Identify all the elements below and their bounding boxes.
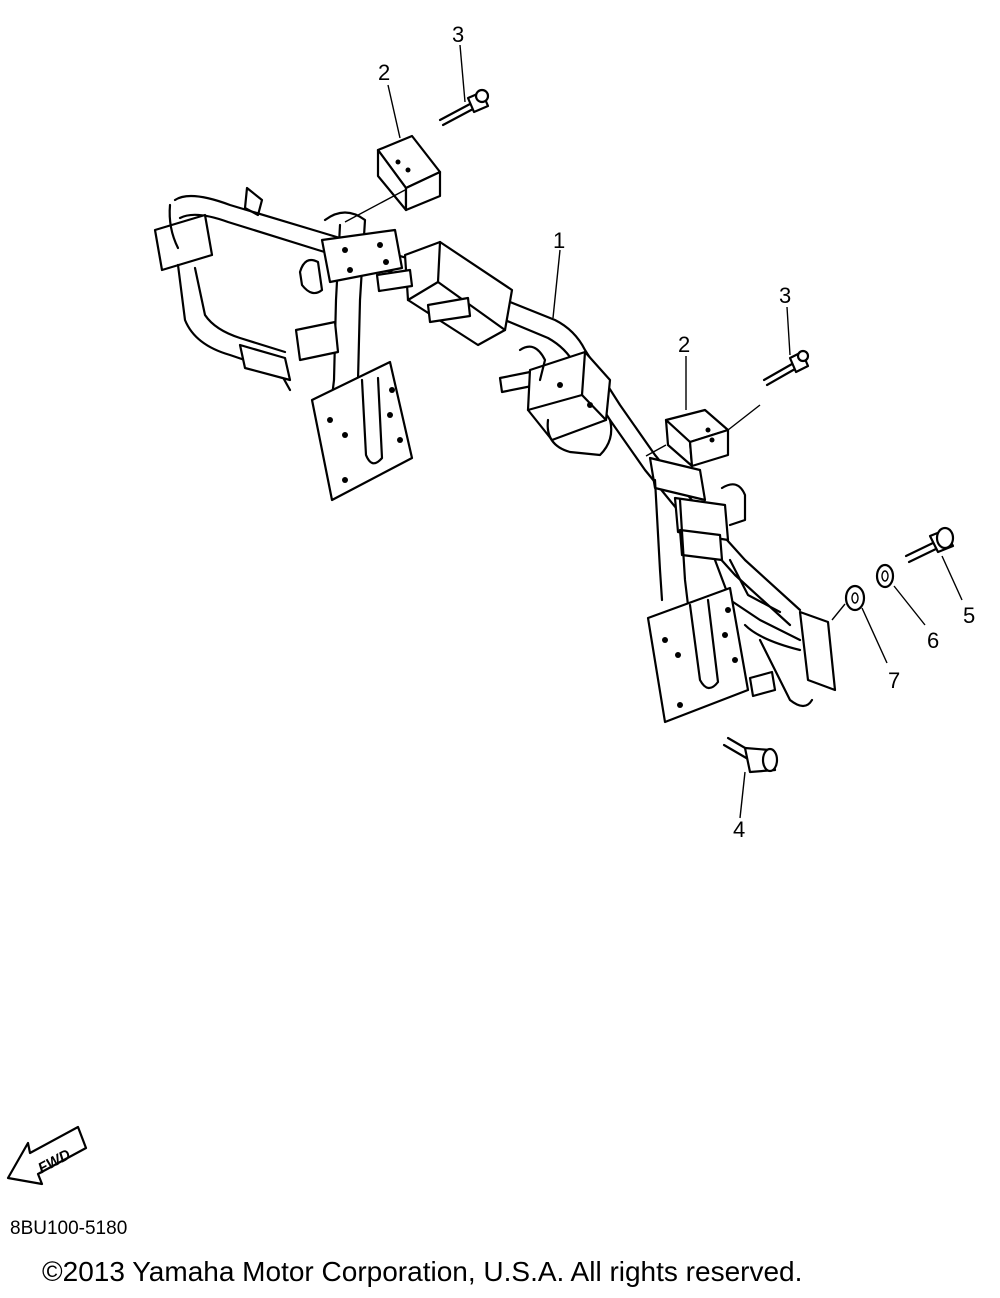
- callout-4: 4: [733, 817, 745, 842]
- callout-6: 6: [927, 628, 939, 653]
- callout-7: 7: [888, 668, 900, 693]
- plain-washer: [844, 584, 866, 612]
- lock-washer: [875, 563, 895, 589]
- callout-2-upper: 2: [378, 60, 390, 85]
- damper-block-upper: [376, 134, 442, 212]
- fwd-arrow-icon: FWD: [6, 1125, 88, 1186]
- bolt-hex: [904, 526, 955, 564]
- copyright-notice: ©2013 Yamaha Motor Corporation, U.S.A. A…: [42, 1256, 803, 1287]
- bolt-flange: [722, 736, 779, 774]
- callout-3-lower: 3: [779, 283, 791, 308]
- callout-2-lower: 2: [678, 332, 690, 357]
- callout-1: 1: [553, 228, 565, 253]
- callout-3-upper: 3: [452, 22, 464, 47]
- leader-lines: [344, 44, 963, 819]
- screw-upper: [438, 88, 490, 127]
- frame-assembly: [153, 186, 837, 724]
- callout-5: 5: [963, 603, 975, 628]
- screw-lower: [762, 349, 810, 387]
- damper-block-lower: [664, 408, 730, 468]
- part-code: 8BU100-5180: [10, 1218, 128, 1239]
